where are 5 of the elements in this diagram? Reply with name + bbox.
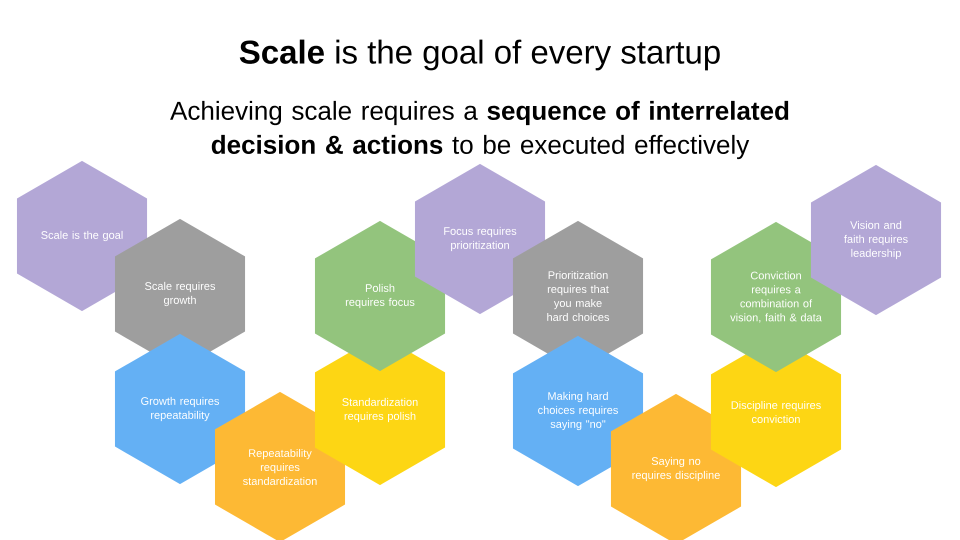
hexagon: Vision and faith requires leadership [810,164,942,316]
title: Scale is the goal of every startup [240,40,720,70]
subtitle: Achieving scale requires a sequence of interrelated decision & actions to be executed effectively [170,100,788,160]
hexagon: Focus requires prioritization [414,164,546,314]
hexagon: Polish requires focus [314,220,446,372]
